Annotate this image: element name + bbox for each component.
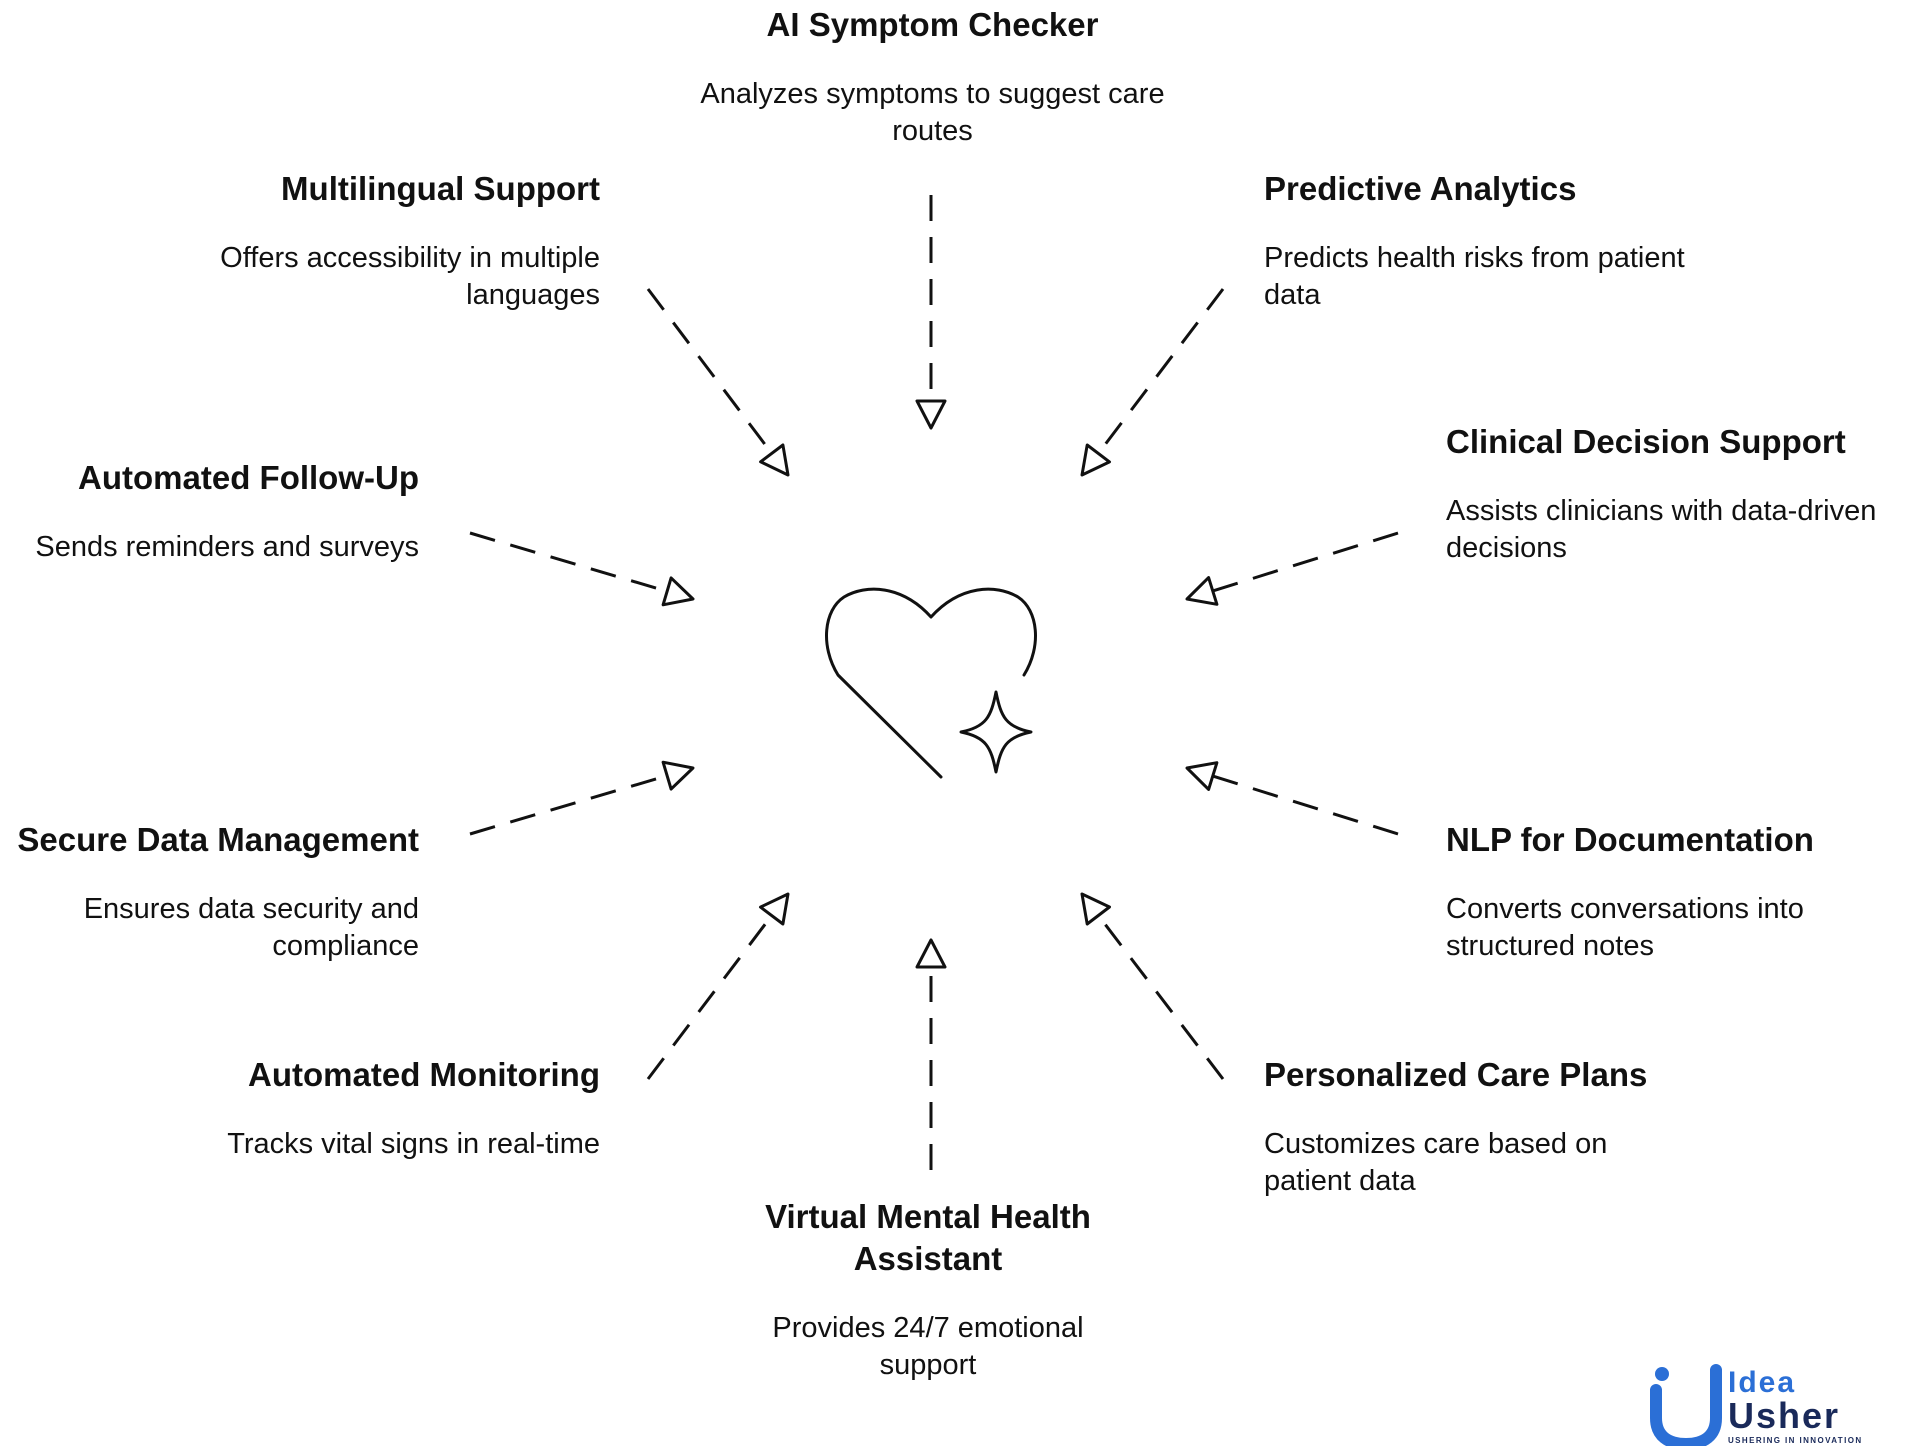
arrow-line-multilingual-support: [646, 288, 773, 455]
node-personalized-care-plans: Personalized Care Plans Customizes care …: [1264, 1054, 1684, 1200]
node-title: Personalized Care Plans: [1264, 1056, 1648, 1093]
arrow-line-personalized-care-plans: [1097, 914, 1225, 1080]
node-virtual-mental-health-assistant: Virtual Mental Health Assistant Provides…: [728, 1196, 1128, 1384]
node-automated-follow-up: Automated Follow-Up Sends reminders and …: [10, 457, 419, 566]
logo-word-top: Idea: [1728, 1366, 1797, 1399]
node-description: Sends reminders and surveys: [35, 531, 419, 563]
node-description: Ensures data security and compliance: [83, 893, 419, 962]
node-clinical-decision-support: Clinical Decision Support Assists clinic…: [1446, 421, 1901, 567]
node-description: Predicts health risks from patient data: [1264, 242, 1685, 311]
node-nlp-for-documentation: NLP for Documentation Converts conversat…: [1446, 819, 1866, 965]
node-description: Converts conversations into structured n…: [1446, 893, 1804, 962]
node-title: Clinical Decision Support: [1446, 423, 1846, 460]
idea-usher-logo-icon: [1650, 1364, 1722, 1451]
heart-outline: [825, 587, 1037, 779]
arrow-head-nlp-for-documentation: [1185, 761, 1219, 791]
idea-usher-logo: Idea Usher USHERING IN INNOVATION: [1648, 1360, 1888, 1451]
arrow-head-automated-follow-up: [661, 576, 695, 607]
heart-sparkle-icon: [825, 587, 1037, 779]
logo-word-bottom: Usher: [1728, 1395, 1841, 1436]
arrows-layer: [469, 195, 1399, 1170]
node-description: Assists clinicians with data-driven deci…: [1446, 495, 1877, 564]
arrow-line-secure-data-management: [469, 774, 668, 836]
node-predictive-analytics: Predictive Analytics Predicts health ris…: [1264, 168, 1734, 314]
node-multilingual-support: Multilingual Support Offers accessibilit…: [180, 168, 600, 314]
node-title: Automated Follow-Up: [78, 459, 419, 496]
arrow-head-virtual-mental-health-assistant: [915, 938, 947, 969]
node-title: NLP for Documentation: [1446, 821, 1814, 858]
arrow-head-predictive-analytics: [1080, 443, 1111, 477]
arrow-line-automated-follow-up: [469, 531, 668, 593]
arrow-line-clinical-decision-support: [1212, 531, 1399, 593]
arrow-head-clinical-decision-support: [1185, 576, 1219, 606]
node-title: Predictive Analytics: [1264, 170, 1577, 207]
node-description: Tracks vital signs in real-time: [227, 1128, 600, 1160]
node-automated-monitoring: Automated Monitoring Tracks vital signs …: [170, 1054, 600, 1163]
arrow-head-secure-data-management: [661, 760, 695, 791]
arrow-line-predictive-analytics: [1097, 288, 1225, 455]
node-title: Multilingual Support: [281, 170, 600, 207]
node-description: Customizes care based on patient data: [1264, 1128, 1608, 1197]
node-ai-symptom-checker: AI Symptom Checker Analyzes symptoms to …: [680, 4, 1185, 150]
node-description: Offers accessibility in multiple languag…: [220, 242, 600, 311]
sparkle-shape: [959, 690, 1033, 774]
arrow-head-automated-monitoring: [759, 892, 790, 926]
arrow-head-personalized-care-plans: [1080, 892, 1111, 926]
logo-tagline: USHERING IN INNOVATION: [1728, 1436, 1863, 1445]
arrow-head-ai-symptom-checker: [915, 399, 947, 430]
arrow-line-automated-monitoring: [646, 914, 773, 1080]
node-description: Analyzes symptoms to suggest care routes: [700, 78, 1165, 147]
arrow-line-nlp-for-documentation: [1212, 774, 1399, 836]
node-title: Automated Monitoring: [248, 1056, 600, 1093]
node-title: Secure Data Management: [17, 821, 419, 858]
node-description: Provides 24/7 emotional support: [772, 1312, 1084, 1381]
node-title: Virtual Mental Health Assistant: [765, 1198, 1091, 1277]
node-secure-data-management: Secure Data Management Ensures data secu…: [0, 819, 419, 965]
arrow-head-multilingual-support: [759, 443, 790, 477]
node-title: AI Symptom Checker: [766, 6, 1099, 43]
